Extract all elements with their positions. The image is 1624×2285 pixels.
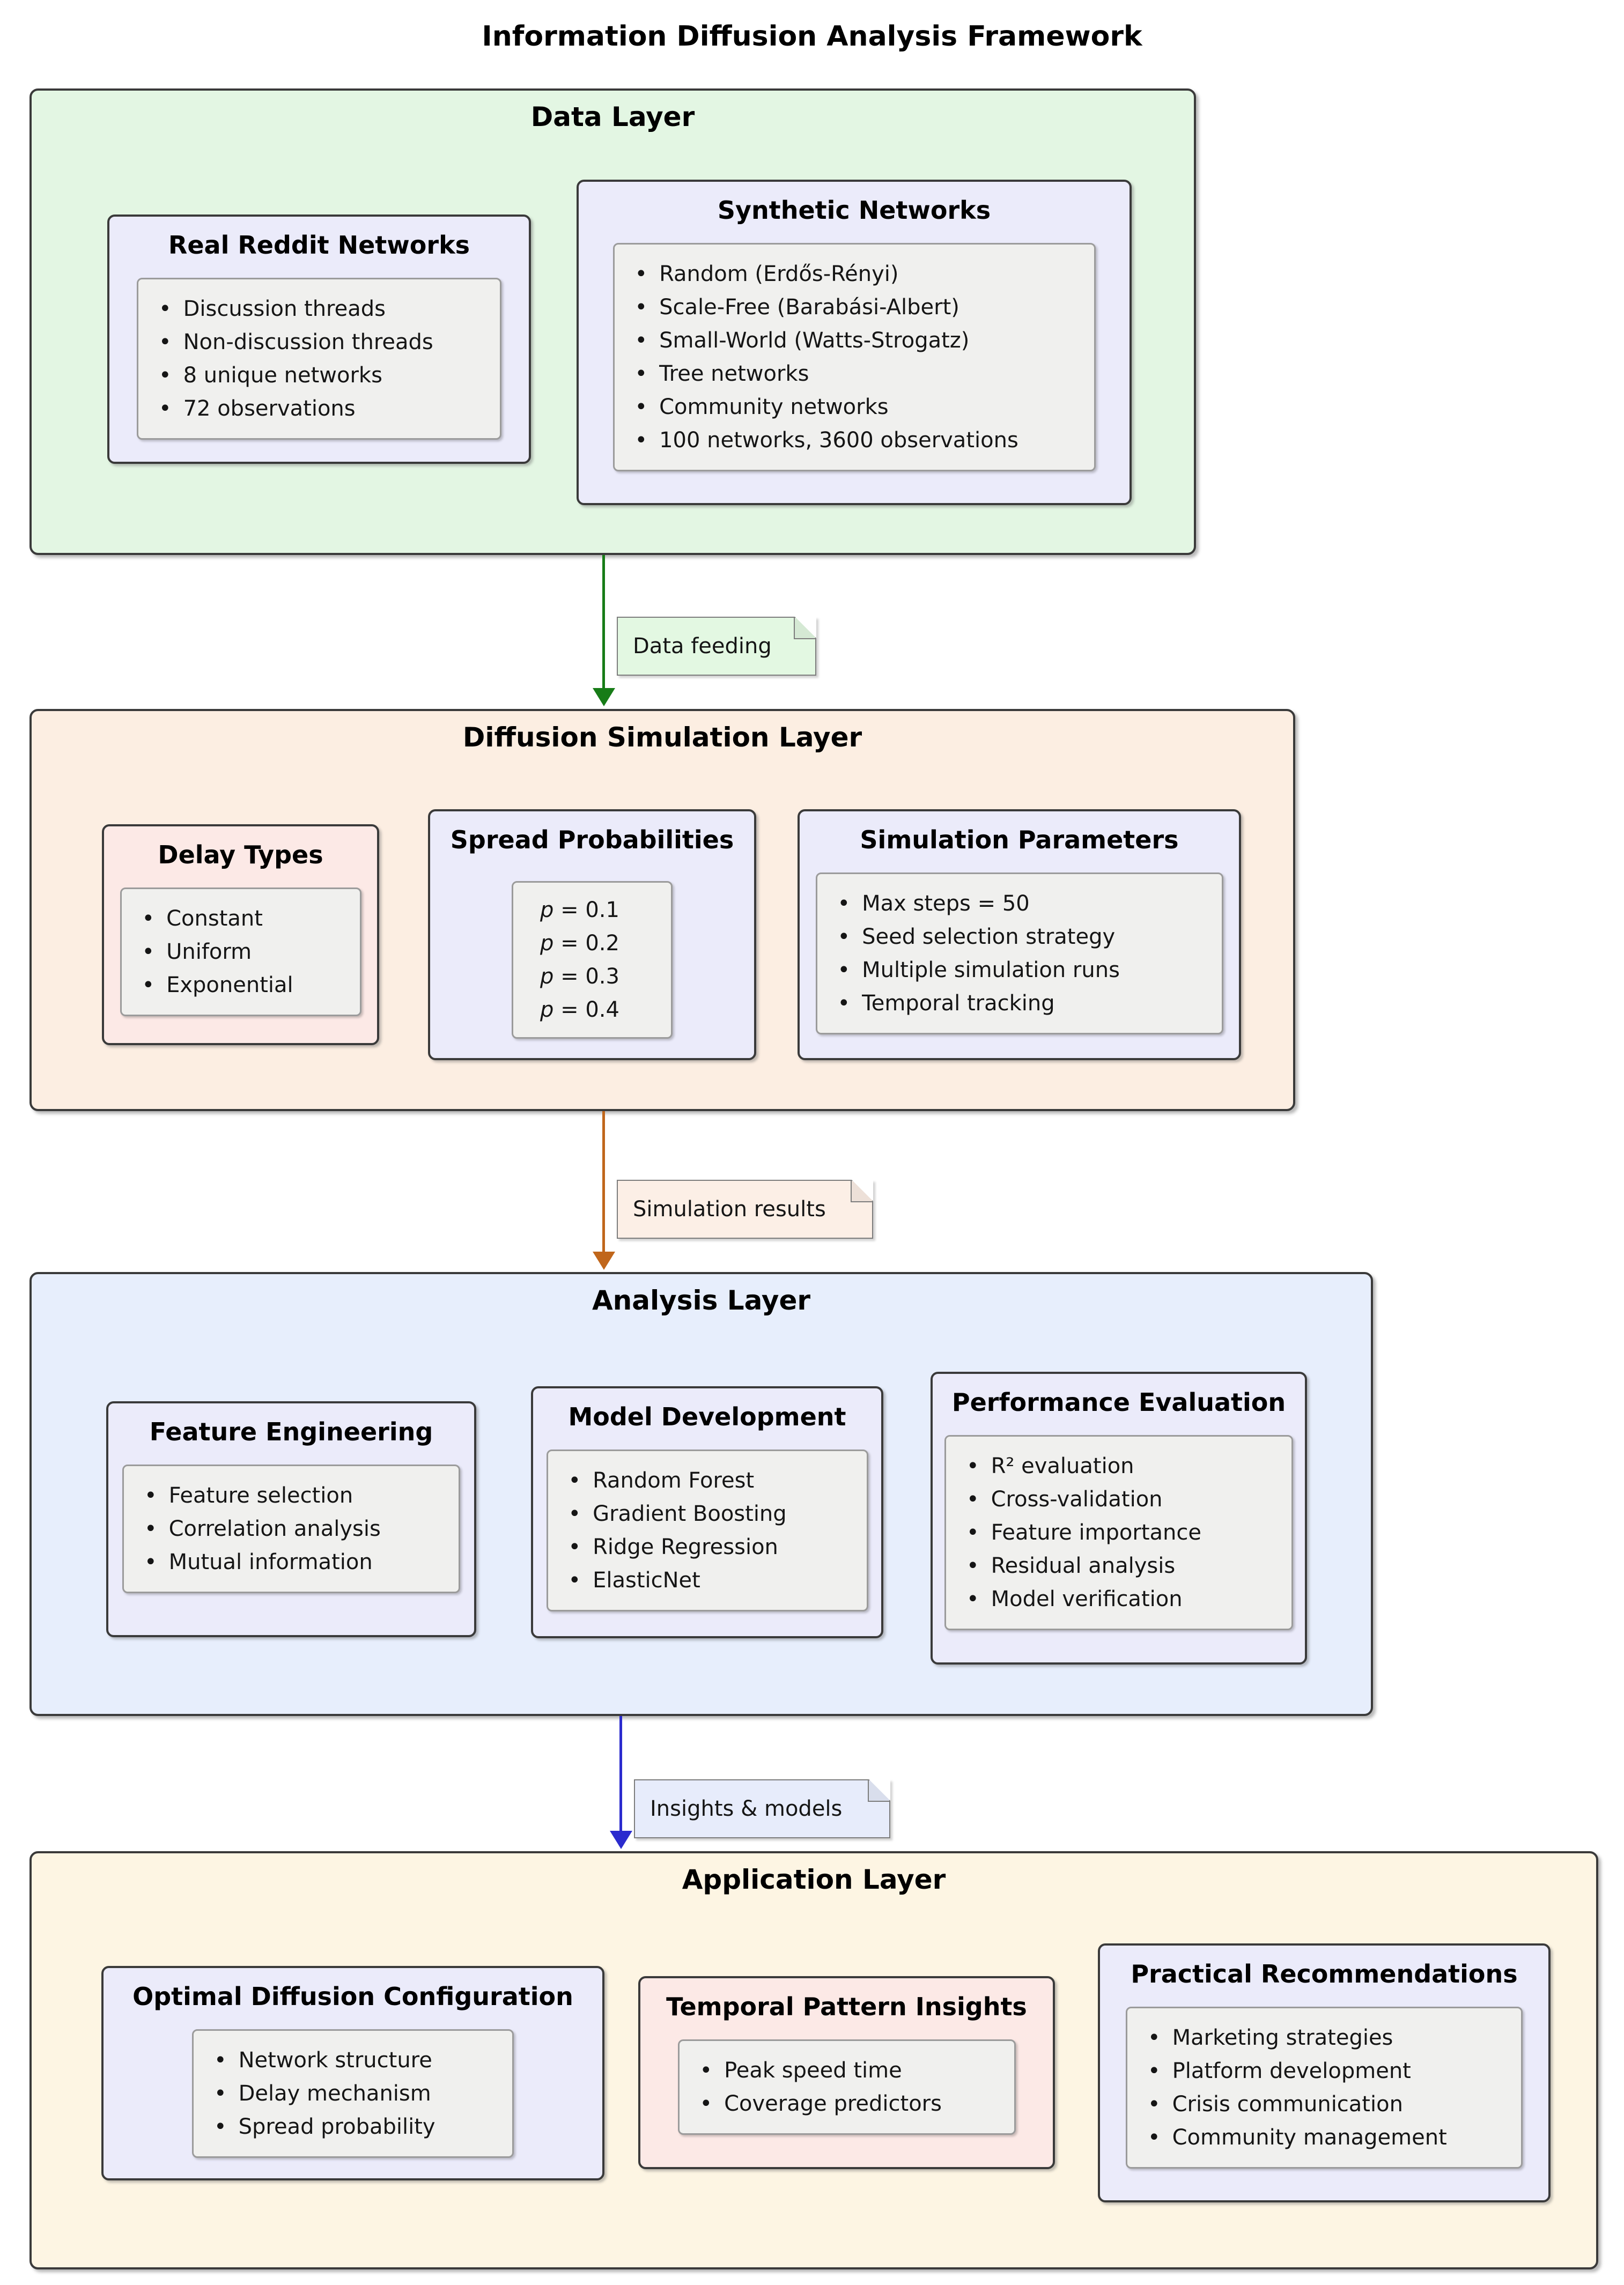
- component-practical-recommendations: Practical Recommendations Marketing stra…: [1098, 1943, 1551, 2202]
- component-title: Performance Evaluation: [951, 1388, 1286, 1417]
- list-item: Multiple simulation runs: [838, 953, 1208, 987]
- component-title: Simulation Parameters: [860, 825, 1179, 854]
- component-real-reddit-networks: Real Reddit Networks Discussion threadsN…: [107, 215, 531, 464]
- arrow-shaft: [602, 555, 605, 689]
- item-list: Feature selectionCorrelation analysisMut…: [122, 1465, 460, 1593]
- item-list: Peak speed timeCoverage predictors: [677, 2039, 1016, 2135]
- component-title: Model Development: [568, 1402, 846, 1431]
- arrow-analysis-to-application: [619, 1716, 622, 1832]
- component-title: Temporal Pattern Insights: [666, 1992, 1027, 2021]
- diagram-title: Information Diffusion Analysis Framework: [482, 20, 1142, 53]
- item-list: Discussion threadsNon-discussion threads…: [137, 278, 501, 440]
- item-list: ConstantUniformExponential: [120, 888, 361, 1016]
- list-item: Peak speed time: [700, 2054, 1000, 2087]
- component-performance-evaluation: Performance Evaluation R² evaluationCros…: [931, 1372, 1307, 1665]
- list-item: Mutual information: [144, 1545, 445, 1579]
- note-label: Insights & models: [650, 1796, 843, 1821]
- list-item: Non-discussion threads: [159, 326, 486, 359]
- list-item: Constant: [142, 902, 346, 935]
- list-item: Delay mechanism: [214, 2077, 498, 2110]
- list-item: Max steps = 50: [838, 887, 1208, 920]
- component-title: Practical Recommendations: [1131, 1959, 1518, 1988]
- list-item: Residual analysis: [966, 1549, 1278, 1583]
- component-temporal-pattern-insights: Temporal Pattern Insights Peak speed tim…: [638, 1976, 1055, 2169]
- list-item: Temporal tracking: [838, 987, 1208, 1020]
- list-item: Community management: [1148, 2121, 1507, 2154]
- component-synthetic-networks: Synthetic Networks Random (Erdős-Rényi)S…: [577, 180, 1132, 505]
- arrow-shaft: [619, 1716, 622, 1832]
- list-item: Feature selection: [144, 1479, 445, 1512]
- arrow-data-to-simulation: [602, 555, 605, 689]
- note-label: Data feeding: [633, 634, 772, 659]
- item-list: Marketing strategiesPlatform development…: [1126, 2007, 1523, 2169]
- item-list: Random ForestGradient BoostingRidge Regr…: [546, 1450, 868, 1611]
- component-title: Feature Engineering: [149, 1417, 433, 1446]
- list-item: Small-World (Watts-Strogatz): [635, 324, 1080, 357]
- list-item: Model verification: [966, 1583, 1278, 1616]
- item-list: Random (Erdős-Rényi)Scale-Free (Barabási…: [612, 243, 1096, 471]
- arrow-shaft: [602, 1111, 605, 1253]
- list-item: Ridge Regression: [569, 1530, 853, 1564]
- list-item: p = 0.2: [540, 931, 619, 956]
- item-list: R² evaluationCross-validationFeature imp…: [944, 1435, 1293, 1630]
- list-item: 8 unique networks: [159, 359, 486, 392]
- note-label: Simulation results: [633, 1197, 826, 1222]
- list-item: Feature importance: [966, 1516, 1278, 1549]
- list-item: Platform development: [1148, 2054, 1507, 2088]
- component-feature-engineering: Feature Engineering Feature selectionCor…: [106, 1401, 476, 1637]
- list-item: p = 0.1: [540, 898, 619, 922]
- list-item: Uniform: [142, 935, 346, 968]
- list-item: Seed selection strategy: [838, 920, 1208, 953]
- list-item: Spread probability: [214, 2110, 498, 2143]
- list-item: 100 networks, 3600 observations: [635, 424, 1080, 457]
- list-item: Marketing strategies: [1148, 2021, 1507, 2054]
- component-title: Optimal Diffusion Configuration: [132, 1982, 573, 2011]
- list-item: Coverage predictors: [700, 2087, 1000, 2120]
- list-item: Crisis communication: [1148, 2088, 1507, 2121]
- list-item: ElasticNet: [569, 1564, 853, 1597]
- item-list: Max steps = 50Seed selection strategyMul…: [815, 872, 1223, 1034]
- layer-title: Application Layer: [682, 1864, 946, 1895]
- note-data-feeding: Data feeding: [617, 617, 816, 676]
- layer-title: Analysis Layer: [592, 1285, 811, 1316]
- list-item: Cross-validation: [966, 1483, 1278, 1516]
- list-item: Correlation analysis: [144, 1512, 445, 1545]
- list-item: Gradient Boosting: [569, 1497, 853, 1530]
- list-item: Exponential: [142, 968, 346, 1002]
- note-insights-models: Insights & models: [634, 1779, 890, 1838]
- list-item: p = 0.3: [540, 964, 619, 989]
- list-item: Network structure: [214, 2044, 498, 2077]
- component-title: Real Reddit Networks: [168, 231, 470, 260]
- list-item: p = 0.4: [540, 997, 619, 1022]
- list-item: 72 observations: [159, 392, 486, 425]
- component-title: Spread Probabilities: [450, 825, 734, 854]
- list-item: Random Forest: [569, 1464, 853, 1497]
- component-title: Delay Types: [158, 840, 323, 869]
- component-delay-types: Delay Types ConstantUniformExponential: [102, 824, 379, 1045]
- list-item: Tree networks: [635, 357, 1080, 390]
- component-title: Synthetic Networks: [717, 196, 991, 225]
- layer-title: Diffusion Simulation Layer: [462, 722, 862, 753]
- item-list: p = 0.1 p = 0.2 p = 0.3 p = 0.4: [512, 881, 673, 1039]
- component-simulation-parameters: Simulation Parameters Max steps = 50Seed…: [798, 809, 1241, 1060]
- layer-title: Data Layer: [530, 101, 695, 132]
- list-item: Discussion threads: [159, 292, 486, 326]
- item-list: Network structureDelay mechanismSpread p…: [192, 2029, 514, 2158]
- component-optimal-diffusion-configuration: Optimal Diffusion Configuration Network …: [101, 1966, 604, 2180]
- note-simulation-results: Simulation results: [617, 1180, 873, 1239]
- list-item: Scale-Free (Barabási-Albert): [635, 291, 1080, 324]
- arrow-simulation-to-analysis: [602, 1111, 605, 1253]
- list-item: Community networks: [635, 390, 1080, 424]
- list-item: Random (Erdős-Rényi): [635, 257, 1080, 291]
- list-item: R² evaluation: [966, 1450, 1278, 1483]
- component-model-development: Model Development Random ForestGradient …: [531, 1386, 883, 1638]
